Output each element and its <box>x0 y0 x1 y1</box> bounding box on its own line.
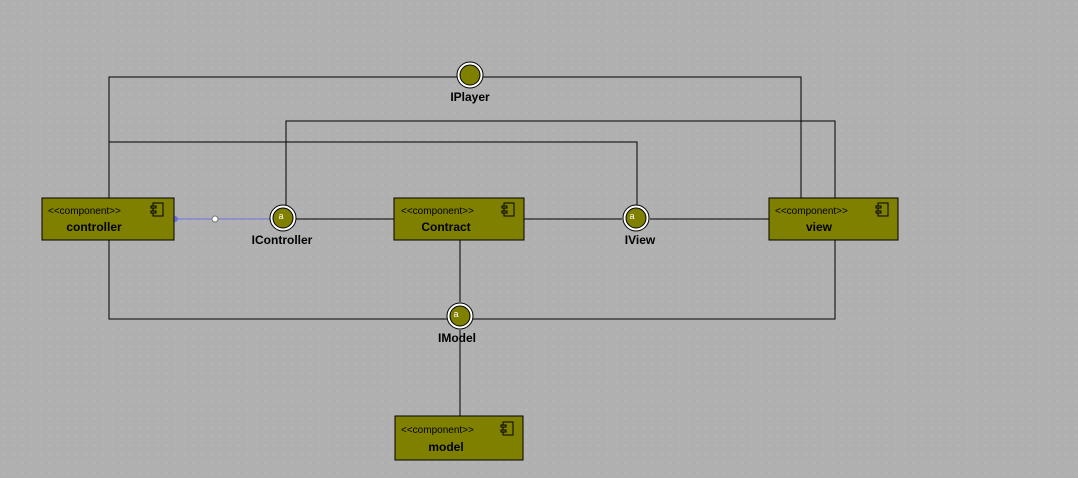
component-contract[interactable]: <<component>> Contract <box>393 197 525 241</box>
component-model[interactable]: <<component>> model <box>394 415 524 461</box>
selected-connector-controller-icontroller[interactable] <box>172 215 275 223</box>
interface-iview-label: IView <box>625 233 656 247</box>
interface-imodel-marker: a <box>453 309 458 319</box>
interface-iview[interactable]: a IView <box>622 204 656 247</box>
interface-imodel-ball <box>449 305 471 327</box>
connector-mid-handle[interactable] <box>211 215 219 223</box>
component-model-box <box>394 415 524 461</box>
interface-icontroller-label: IController <box>252 233 313 247</box>
component-controller-stereotype: <<component>> <box>48 206 121 217</box>
interface-icontroller-marker: a <box>278 211 283 221</box>
interface-iview-marker: a <box>629 211 634 221</box>
interface-iplayer-ball <box>459 64 481 86</box>
component-controller-name: controller <box>66 220 122 234</box>
component-icon <box>150 202 164 217</box>
component-view-box <box>768 197 899 241</box>
connector-controller-imodel-view[interactable] <box>108 240 836 320</box>
connectors <box>108 76 836 416</box>
interface-imodel[interactable]: a IModel <box>438 302 476 345</box>
component-contract-box <box>393 197 525 241</box>
interface-imodel-label: IModel <box>438 331 476 345</box>
connector-controller-iview[interactable] <box>108 141 638 207</box>
component-view-name: view <box>806 220 833 234</box>
component-contract-name: Contract <box>421 220 470 234</box>
component-controller-box <box>41 197 175 241</box>
interface-iview-ball <box>625 207 647 229</box>
connector-controller-iplayer-view[interactable] <box>108 76 802 198</box>
component-model-stereotype: <<component>> <box>401 425 474 436</box>
component-view-stereotype: <<component>> <box>775 206 848 217</box>
interface-icontroller[interactable]: a IController <box>252 204 313 247</box>
interface-icontroller-ball <box>272 207 294 229</box>
component-contract-stereotype: <<component>> <box>401 206 474 217</box>
component-controller[interactable]: <<component>> controller <box>41 197 175 241</box>
component-view[interactable]: <<component>> view <box>768 197 899 241</box>
interface-iplayer[interactable]: IPlayer <box>450 61 490 104</box>
component-icon <box>501 202 515 217</box>
connector-icontroller-view[interactable] <box>285 120 836 207</box>
component-icon <box>875 202 889 217</box>
component-model-name: model <box>428 440 463 454</box>
interface-iplayer-label: IPlayer <box>450 90 490 104</box>
component-icon <box>500 421 514 436</box>
